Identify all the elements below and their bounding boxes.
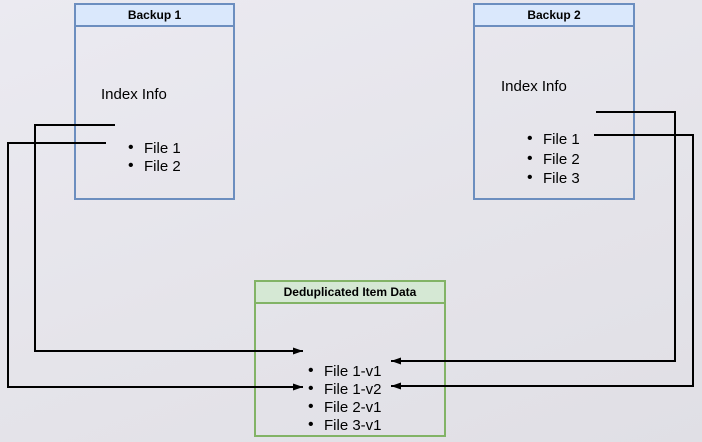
list-item: File 3 bbox=[475, 168, 580, 189]
backup2-file-list: File 1 File 2 File 3 bbox=[475, 129, 580, 189]
list-item: File 1-v2 bbox=[256, 380, 382, 399]
backup2-box: Backup 2 Index Info File 1 File 2 File 3 bbox=[473, 3, 635, 200]
list-item: File 3-v1 bbox=[256, 416, 382, 435]
list-item: File 1 bbox=[76, 139, 181, 158]
dedup-file-list: File 1-v1 File 1-v2 File 2-v1 File 3-v1 bbox=[256, 362, 382, 435]
deduplicated-item-data-box: Deduplicated Item Data File 1-v1 File 1-… bbox=[254, 280, 446, 437]
backup1-box: Backup 1 Index Info File 1 File 2 bbox=[74, 3, 235, 200]
backup1-index-info-label: Index Info bbox=[101, 86, 167, 103]
backup1-title: Backup 1 bbox=[76, 5, 233, 27]
backup2-index-info-label: Index Info bbox=[501, 78, 567, 95]
dedup-title: Deduplicated Item Data bbox=[256, 282, 444, 304]
list-item: File 2-v1 bbox=[256, 398, 382, 417]
list-item: File 2 bbox=[475, 149, 580, 170]
list-item: File 1-v1 bbox=[256, 362, 382, 381]
backup1-file-list: File 1 File 2 bbox=[76, 139, 181, 176]
list-item: File 1 bbox=[475, 129, 580, 150]
backup2-title: Backup 2 bbox=[475, 5, 633, 27]
list-item: File 2 bbox=[76, 157, 181, 176]
